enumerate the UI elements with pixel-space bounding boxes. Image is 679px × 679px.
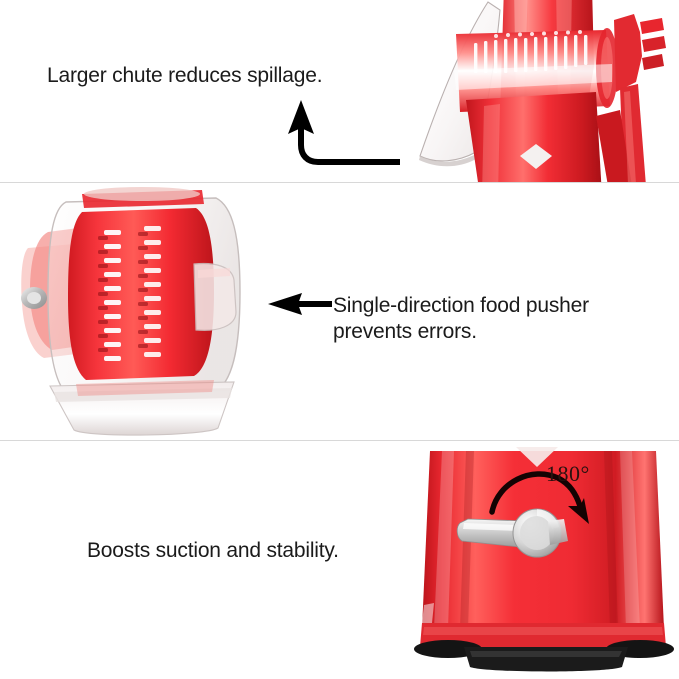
- product-image-chute: [419, 0, 666, 182]
- rotation-degree-label: 180°: [546, 461, 590, 486]
- drum-blade-slots: [474, 35, 588, 73]
- rotate-arc-arrow-icon: [489, 471, 589, 524]
- product-image-grater: [21, 187, 241, 436]
- panel-divider-2: [0, 440, 679, 441]
- panel-divider-1: [0, 182, 679, 183]
- caption-chute: Larger chute reduces spillage.: [47, 64, 323, 87]
- diamond-badge: [520, 144, 552, 169]
- feature-panel-chute: Larger chute reduces spillage.: [0, 0, 679, 182]
- lower-body: [466, 92, 602, 182]
- feature-panel-pusher: Single-direction food pusher prevents er…: [0, 183, 679, 440]
- blade-slot-rows: [104, 226, 161, 361]
- food-pusher-tab: [193, 262, 237, 331]
- arrow-left-icon: [268, 293, 332, 315]
- caption-pusher: Single-direction food pusher prevents er…: [333, 294, 589, 344]
- base-rim: [420, 623, 666, 647]
- side-knob: [21, 287, 47, 309]
- suction-lever: [456, 508, 568, 558]
- caption-suction: Boosts suction and stability.: [87, 539, 339, 562]
- top-notch: [516, 447, 558, 467]
- feature-panel-suction: 180° Boosts suction and stability.: [0, 441, 679, 679]
- elbow-arrow-up-icon: [288, 100, 400, 165]
- product-image-base: [414, 447, 674, 672]
- suction-feet: [414, 640, 674, 672]
- crank-gear: [596, 14, 666, 182]
